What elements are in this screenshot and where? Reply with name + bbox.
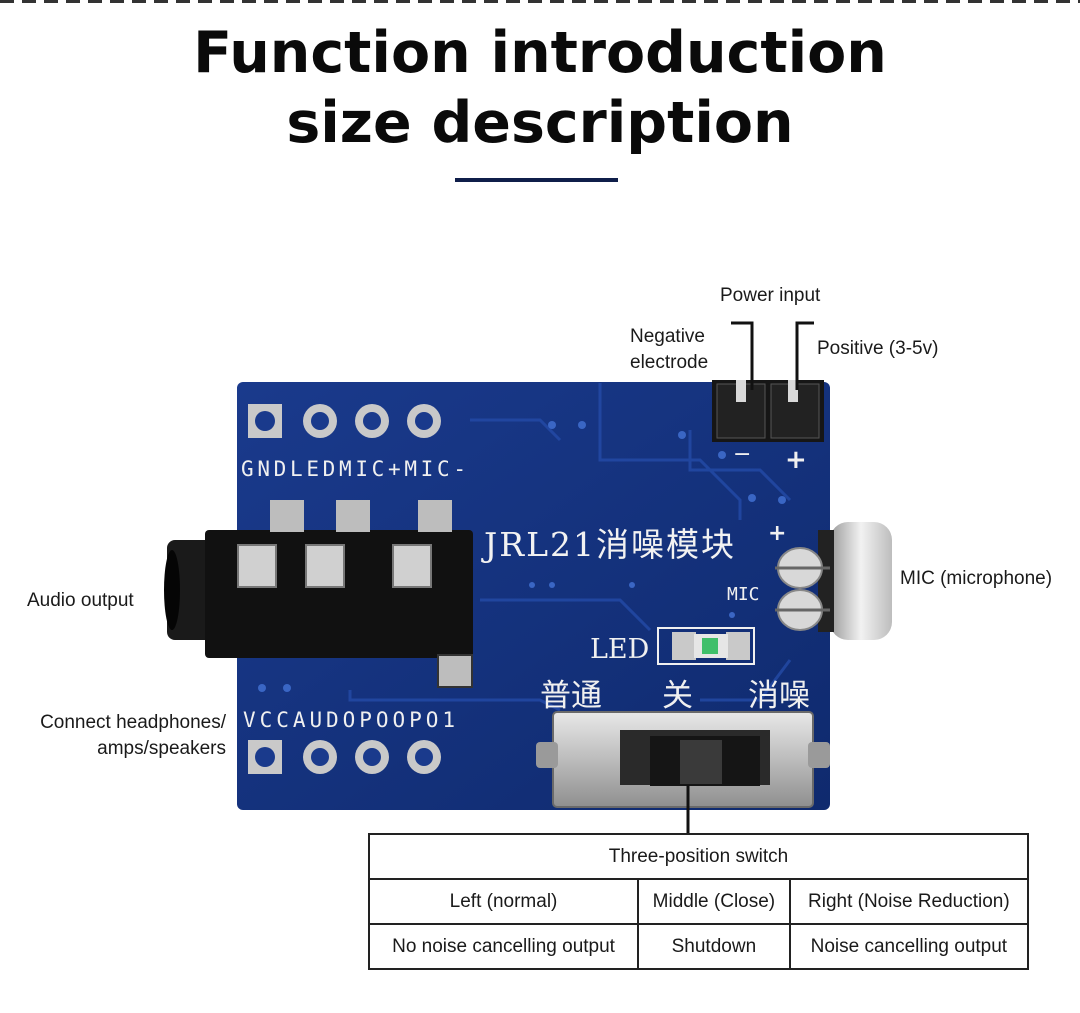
title-line-2: size description <box>286 90 794 156</box>
positive-label: Positive (3-5v) <box>817 338 939 359</box>
module-name-silk: JRL21消噪模块 <box>481 525 734 564</box>
connect-label-2: amps/speakers <box>97 738 226 759</box>
audio-jack <box>164 500 473 688</box>
power-input-label: Power input <box>720 285 821 306</box>
bottom-pin-labels: VCCAUDOPOOPO1 <box>243 708 455 732</box>
table-header: Three-position switch <box>368 833 1029 880</box>
pcb-traces <box>348 383 792 712</box>
table-row: Left (normal) Middle (Close) Right (Nois… <box>367 878 1030 925</box>
led-component <box>672 632 750 660</box>
negative-electrode-label-1: Negative <box>630 326 705 347</box>
table-cell: Left (normal) <box>367 878 640 925</box>
table-cell: Noise cancelling output <box>788 923 1030 970</box>
negative-electrode-label-2: electrode <box>630 352 709 373</box>
power-header <box>712 380 824 442</box>
switch-table: Three-position switch Left (normal) Midd… <box>367 833 1030 970</box>
page-title: Function introduction size description <box>0 18 1080 158</box>
bottom-pin-header <box>248 740 441 774</box>
table-cell: Right (Noise Reduction) <box>788 878 1030 925</box>
led-outline <box>657 627 755 665</box>
top-dashed-border <box>0 0 1080 3</box>
table-row: No noise cancelling output Shutdown Nois… <box>367 923 1030 970</box>
title-line-1: Function introduction <box>193 20 887 86</box>
pcb-vias <box>258 421 786 692</box>
mic-plus-silk: + <box>768 521 786 546</box>
microphone <box>775 522 892 640</box>
table-cell: No noise cancelling output <box>367 923 640 970</box>
minus-silk: − <box>733 442 751 467</box>
slide-switch <box>536 711 830 808</box>
audio-output-label: Audio output <box>27 590 134 611</box>
mic-label: MIC (microphone) <box>900 568 1053 589</box>
mic-silk: MIC <box>727 584 760 605</box>
switch-left-silk: 普通 <box>540 678 602 714</box>
plus-silk: + <box>785 445 807 475</box>
switch-middle-silk: 关 <box>662 678 693 714</box>
table-header-row: Three-position switch <box>368 833 1029 880</box>
pcb-board <box>237 382 830 810</box>
table-cell: Middle (Close) <box>637 878 791 925</box>
top-pin-header <box>248 404 441 438</box>
led-silk: LED <box>590 634 649 665</box>
switch-right-silk: 消噪 <box>748 678 810 714</box>
connect-label-1: Connect headphones/ <box>40 712 226 733</box>
title-underline <box>455 178 618 182</box>
table-cell: Shutdown <box>637 923 791 970</box>
callout-lines <box>686 321 814 833</box>
